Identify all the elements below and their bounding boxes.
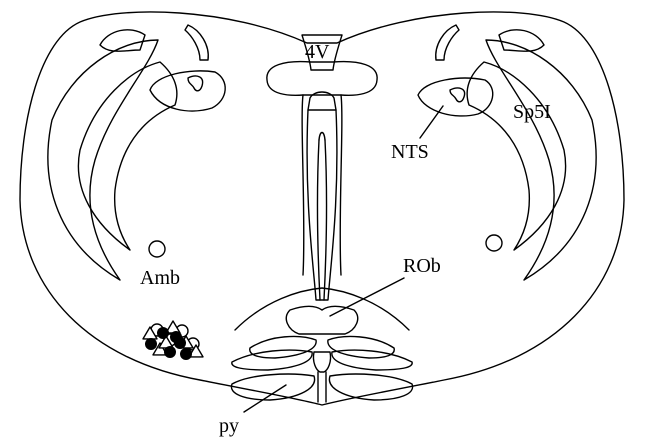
filled-circle-marker xyxy=(145,338,157,350)
nts-right xyxy=(418,78,493,116)
sp5-left xyxy=(48,25,208,280)
label-nts: NTS xyxy=(391,141,429,163)
nts-leader-line xyxy=(420,106,443,138)
label-sp5i: Sp5I xyxy=(513,101,551,123)
pyramid-right xyxy=(329,374,412,400)
section-outline xyxy=(20,12,624,405)
sp5-right xyxy=(436,25,596,280)
filled-circle-marker xyxy=(180,348,192,360)
midline-column xyxy=(267,62,377,300)
pyramid-left xyxy=(231,374,314,400)
nts-left xyxy=(150,71,225,111)
filled-circle-marker xyxy=(164,346,176,358)
rob-leader-line xyxy=(330,278,404,316)
amb-nucleus-left xyxy=(149,241,165,257)
amb-nucleus-right xyxy=(486,235,502,251)
label-4v: 4V xyxy=(305,41,330,63)
label-amb: Amb xyxy=(140,267,180,289)
rob-region xyxy=(232,288,412,402)
label-py: py xyxy=(219,415,239,437)
label-rob: ROb xyxy=(403,255,441,277)
cell-marker-cluster xyxy=(143,321,203,360)
filled-circle-marker xyxy=(157,327,169,339)
filled-circle-marker xyxy=(174,337,186,349)
